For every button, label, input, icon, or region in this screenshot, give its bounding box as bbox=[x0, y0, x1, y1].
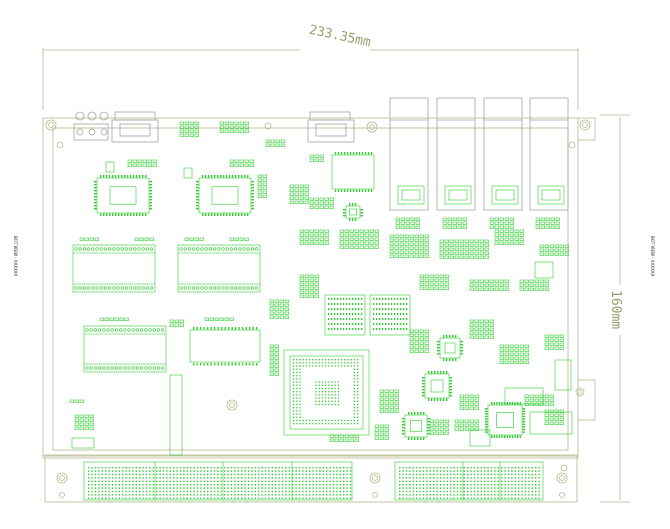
width-dimension bbox=[42, 48, 579, 110]
top-connectors bbox=[73, 97, 569, 211]
height-dimension bbox=[600, 114, 630, 503]
width-dimension-label: 233.35mm bbox=[308, 23, 373, 51]
bottom-connectors bbox=[83, 461, 544, 501]
board-outline bbox=[42, 117, 596, 503]
bottom-connector-pins bbox=[88, 467, 540, 499]
height-dimension-label: 160mm bbox=[608, 290, 623, 329]
mounting-holes bbox=[45, 119, 591, 498]
left-view-label: BOT VIEW - XXXXXX bbox=[13, 236, 18, 277]
component-footprints bbox=[69, 121, 573, 500]
right-view-label: BOT VIEW - XXXXXX bbox=[650, 236, 655, 277]
